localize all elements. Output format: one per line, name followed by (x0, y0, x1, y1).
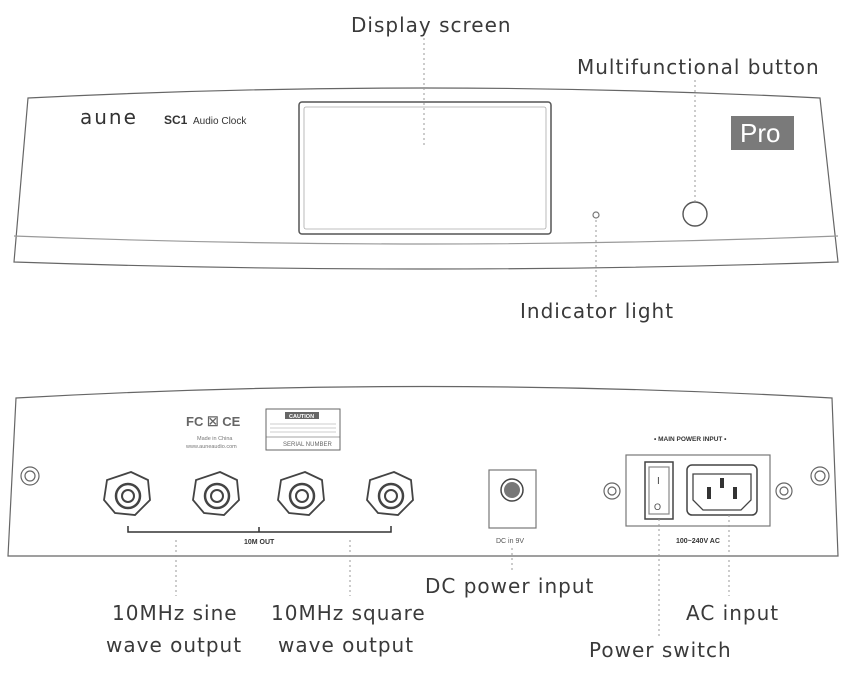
multifunctional-button-callout: Multifunctional button (577, 55, 820, 79)
caution-text: CAUTION (289, 414, 314, 420)
dc-jack-housing (488, 469, 537, 529)
main-power-label: • MAIN POWER INPUT • (654, 436, 727, 443)
made-in-text: Made in China (197, 436, 233, 442)
pro-badge-text: Pro (740, 118, 780, 148)
power-module (625, 454, 771, 527)
mounting-screw-right-inner (775, 482, 793, 500)
square-output-callout-line1: 10MHz square (271, 601, 426, 625)
switch-off-mark: O (654, 502, 661, 512)
website-text: www.auneaudio.com (185, 444, 237, 450)
certification-marks: FC ☒ CE (186, 414, 241, 429)
model-number: SC1 (164, 113, 188, 127)
sine-output-callout-line1: 10MHz sine (112, 601, 238, 625)
front-panel-bevel (13, 235, 839, 245)
front-panel (13, 87, 839, 270)
out-bracket (127, 526, 392, 533)
ac-input-callout: AC input (686, 601, 780, 625)
switch-on-mark: I (657, 476, 660, 487)
indicator-light-callout: Indicator light (520, 299, 675, 323)
pro-badge (731, 116, 794, 150)
dc-power-input-callout: DC power input (425, 574, 595, 598)
sine-output-callout-line2: wave output (106, 633, 243, 657)
dc-jack[interactable] (500, 478, 524, 502)
dc-jack-pin (504, 482, 520, 498)
mounting-screw-left-inner (603, 482, 621, 500)
bnc-connector-2[interactable] (192, 471, 240, 516)
mounting-screw-right (810, 466, 830, 486)
bnc-connector-3[interactable] (277, 471, 325, 516)
mounting-screw-left (20, 466, 40, 486)
rear-panel-body (7, 385, 839, 557)
bnc-connector-4[interactable] (366, 471, 414, 516)
display-screen-callout: Display screen (351, 13, 512, 37)
rear-panel (7, 385, 839, 557)
front-panel-body (13, 87, 839, 270)
voltage-label: 100~240V AC (676, 538, 720, 545)
ac-inlet-pins (707, 478, 737, 499)
multifunctional-button[interactable] (682, 201, 708, 227)
serial-number-label: SERIAL NUMBER (283, 442, 332, 448)
ac-inlet[interactable] (686, 464, 758, 516)
brand-logo: aune (80, 105, 138, 129)
indicator-light (592, 211, 600, 219)
out-label: 10M OUT (244, 539, 275, 546)
model-name: Audio Clock (193, 116, 247, 127)
power-switch-callout: Power switch (589, 638, 732, 662)
display-screen (298, 101, 552, 235)
bnc-connector-1[interactable] (103, 471, 151, 516)
caution-fine-print (270, 423, 336, 433)
square-output-callout-line2: wave output (278, 633, 415, 657)
dc-label: DC in 9V (496, 538, 524, 545)
